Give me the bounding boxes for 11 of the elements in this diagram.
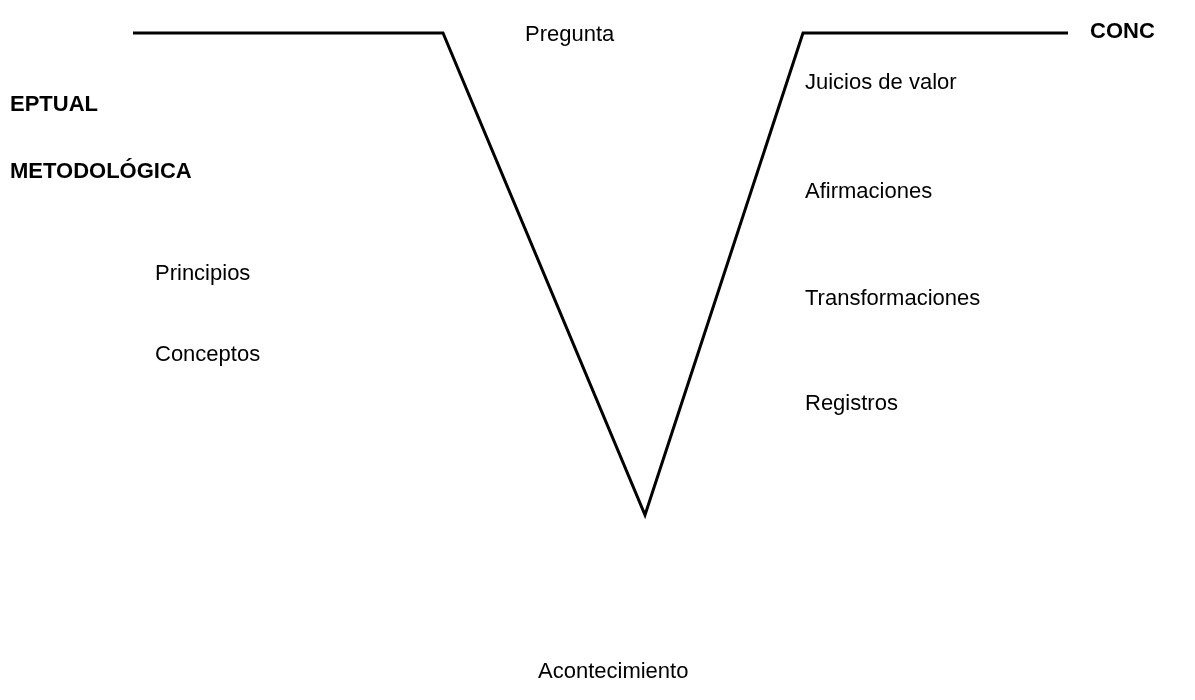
v-label: Registros [805, 390, 898, 416]
v-label: Juicios de valor [805, 69, 957, 95]
v-label: Principios [155, 260, 251, 286]
v-label: Conceptos [155, 341, 261, 367]
v-label: Transformaciones [805, 285, 981, 311]
v-label: Pregunta [525, 21, 615, 47]
heading-text: EPTUAL [10, 91, 98, 117]
heading-text: METODOLÓGICA [10, 158, 192, 184]
v-label: Acontecimiento [538, 658, 689, 684]
v-label: Afirmaciones [805, 178, 933, 204]
heading-text: CONC [1090, 18, 1155, 44]
